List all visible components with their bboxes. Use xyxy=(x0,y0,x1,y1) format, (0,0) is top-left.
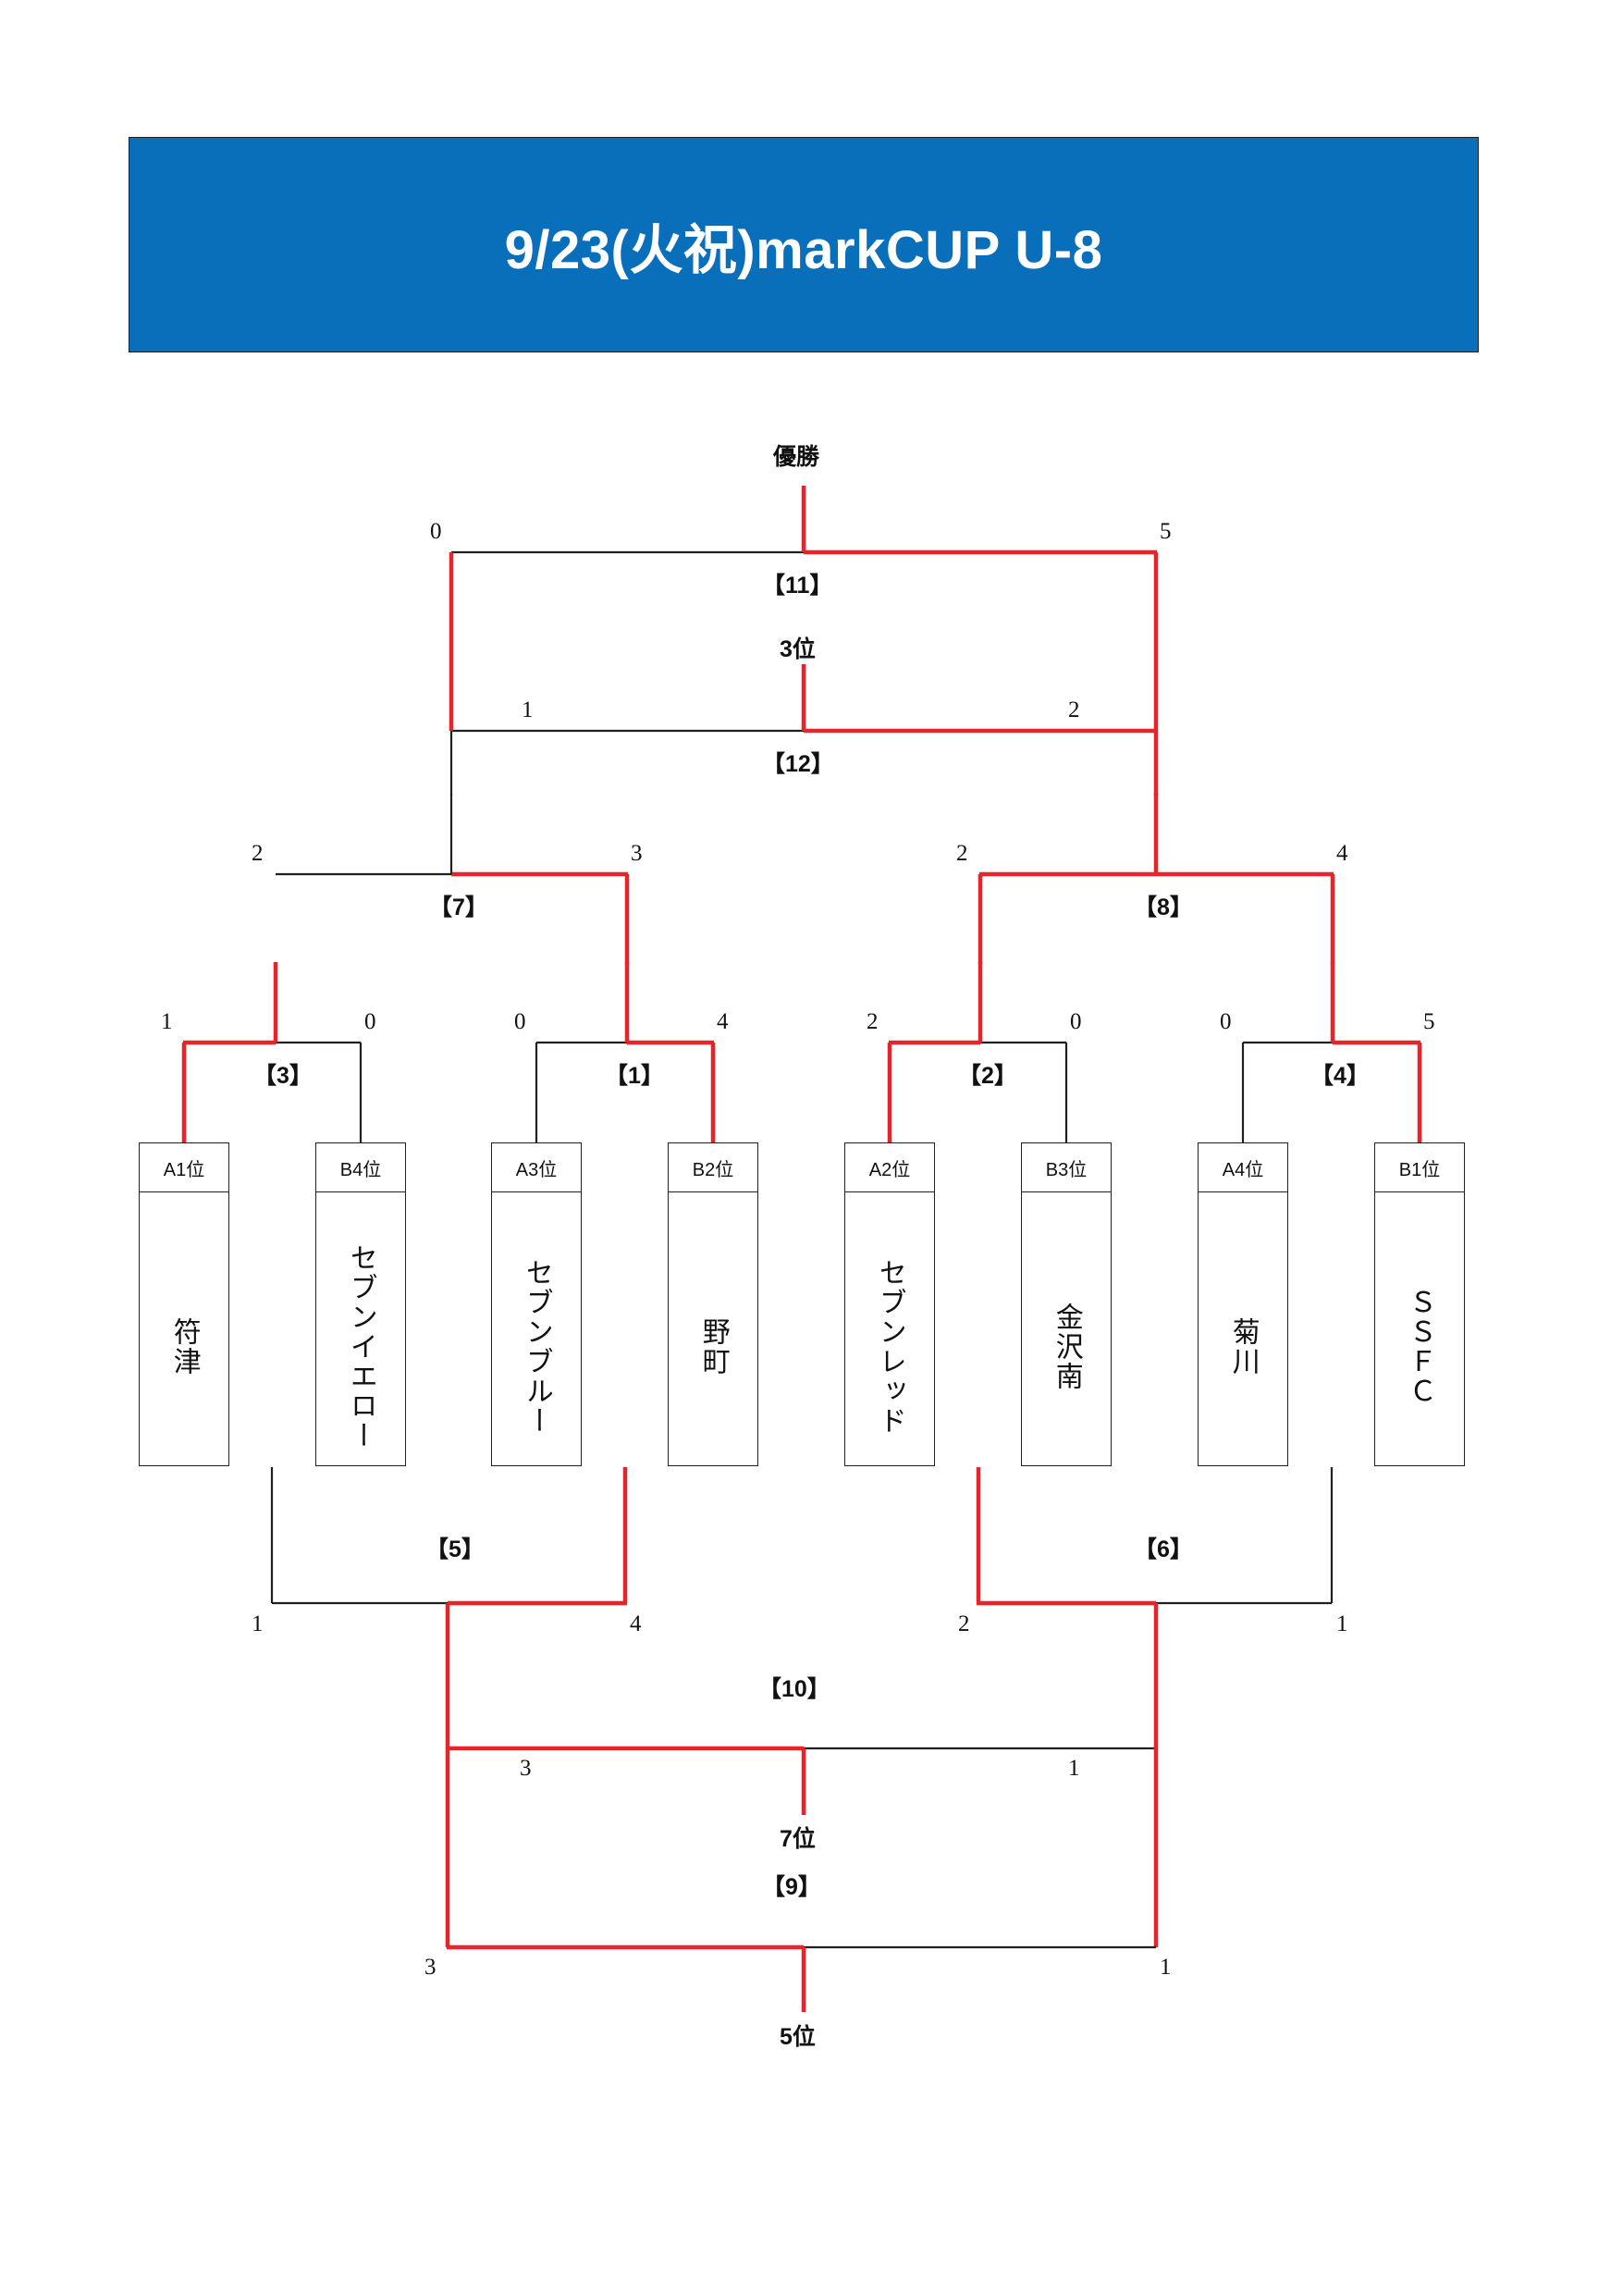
match-number-5: 【5】 xyxy=(425,1537,485,1562)
score-m4-right: 5 xyxy=(1423,1009,1435,1034)
team-name-wrap-7: 菊川 xyxy=(1199,1192,1287,1465)
match-number-6: 【6】 xyxy=(1134,1537,1193,1562)
team-box-2[interactable]: B4位 セブンイエロー xyxy=(315,1142,406,1466)
score-m2-right: 0 xyxy=(1070,1009,1082,1034)
match-number-3: 【3】 xyxy=(253,1063,313,1089)
team-seed-7: A4位 xyxy=(1199,1143,1287,1192)
score-m12-right: 2 xyxy=(1068,697,1080,722)
score-m10-right: 1 xyxy=(1068,1756,1080,1781)
team-name-2: セブンイエロー xyxy=(345,1242,376,1450)
match-number-1: 【1】 xyxy=(605,1063,664,1089)
score-m8-right: 4 xyxy=(1336,841,1348,866)
team-name-wrap-1: 符津 xyxy=(140,1192,228,1465)
match-number-12: 【12】 xyxy=(762,751,834,777)
match-number-4: 【4】 xyxy=(1310,1063,1370,1089)
match-number-7: 【7】 xyxy=(429,895,488,920)
team-seed-4: B2位 xyxy=(669,1143,757,1192)
team-seed-8: B1位 xyxy=(1375,1143,1464,1192)
score-m9-left: 3 xyxy=(424,1955,436,1980)
team-box-5[interactable]: A2位 セブンレッド xyxy=(844,1142,935,1466)
team-name-wrap-2: セブンイエロー xyxy=(316,1192,405,1465)
match-number-11: 【11】 xyxy=(762,573,833,599)
score-m1-left: 0 xyxy=(514,1009,526,1034)
team-seed-1: A1位 xyxy=(140,1143,228,1192)
team-name-4: 野町 xyxy=(697,1316,729,1376)
match-number-8: 【8】 xyxy=(1134,895,1193,920)
score-m12-left: 1 xyxy=(522,697,534,722)
score-m11-right: 5 xyxy=(1160,519,1172,544)
team-name-wrap-4: 野町 xyxy=(669,1192,757,1465)
score-m11-left: 0 xyxy=(430,519,442,544)
score-m8-left: 2 xyxy=(956,841,968,866)
team-box-1[interactable]: A1位 符津 xyxy=(139,1142,229,1466)
match-number-9: 【9】 xyxy=(762,1874,821,1900)
team-name-wrap-3: セブンブルー xyxy=(492,1192,581,1465)
team-name-wrap-6: 金沢南 xyxy=(1022,1192,1111,1465)
score-m2-left: 2 xyxy=(867,1009,879,1034)
match-number-10: 【10】 xyxy=(758,1676,830,1702)
seventh-place-label: 7位 xyxy=(780,1826,816,1852)
team-name-3: セブンブルー xyxy=(521,1257,552,1436)
score-m7-left: 2 xyxy=(252,841,264,866)
team-box-3[interactable]: A3位 セブンブルー xyxy=(491,1142,582,1466)
score-m5-right: 4 xyxy=(630,1611,642,1636)
score-m5-left: 1 xyxy=(252,1611,264,1636)
score-m3-left: 1 xyxy=(161,1009,173,1034)
champion-label: 優勝 xyxy=(773,444,820,470)
team-box-6[interactable]: B3位 金沢南 xyxy=(1021,1142,1112,1466)
team-name-1: 符津 xyxy=(168,1316,200,1376)
third-place-label: 3位 xyxy=(780,636,816,662)
team-seed-3: A3位 xyxy=(492,1143,581,1192)
score-m6-right: 1 xyxy=(1336,1611,1348,1636)
team-name-8: ＳＳＦＣ xyxy=(1404,1287,1435,1406)
score-m7-right: 3 xyxy=(631,841,643,866)
team-box-7[interactable]: A4位 菊川 xyxy=(1198,1142,1288,1466)
team-box-4[interactable]: B2位 野町 xyxy=(668,1142,758,1466)
score-m3-right: 0 xyxy=(364,1009,376,1034)
team-seed-2: B4位 xyxy=(316,1143,405,1192)
team-name-wrap-8: ＳＳＦＣ xyxy=(1375,1192,1464,1465)
page-title: 9/23(火祝)markCUP U-8 xyxy=(504,219,1103,280)
team-seed-6: B3位 xyxy=(1022,1143,1111,1192)
team-name-6: 金沢南 xyxy=(1051,1302,1082,1391)
score-m4-left: 0 xyxy=(1220,1009,1232,1034)
team-name-7: 菊川 xyxy=(1227,1316,1259,1376)
team-box-8[interactable]: B1位 ＳＳＦＣ xyxy=(1374,1142,1465,1466)
score-m9-right: 1 xyxy=(1160,1955,1172,1980)
title-banner: 9/23(火祝)markCUP U-8 xyxy=(129,137,1479,352)
team-name-5: セブンレッド xyxy=(874,1257,905,1436)
score-m6-left: 2 xyxy=(958,1611,970,1636)
score-m1-right: 4 xyxy=(717,1009,729,1034)
team-name-wrap-5: セブンレッド xyxy=(845,1192,934,1465)
team-seed-5: A2位 xyxy=(845,1143,934,1192)
fifth-place-label: 5位 xyxy=(780,2024,816,2050)
score-m10-left: 3 xyxy=(520,1756,532,1781)
match-number-2: 【2】 xyxy=(958,1063,1017,1089)
